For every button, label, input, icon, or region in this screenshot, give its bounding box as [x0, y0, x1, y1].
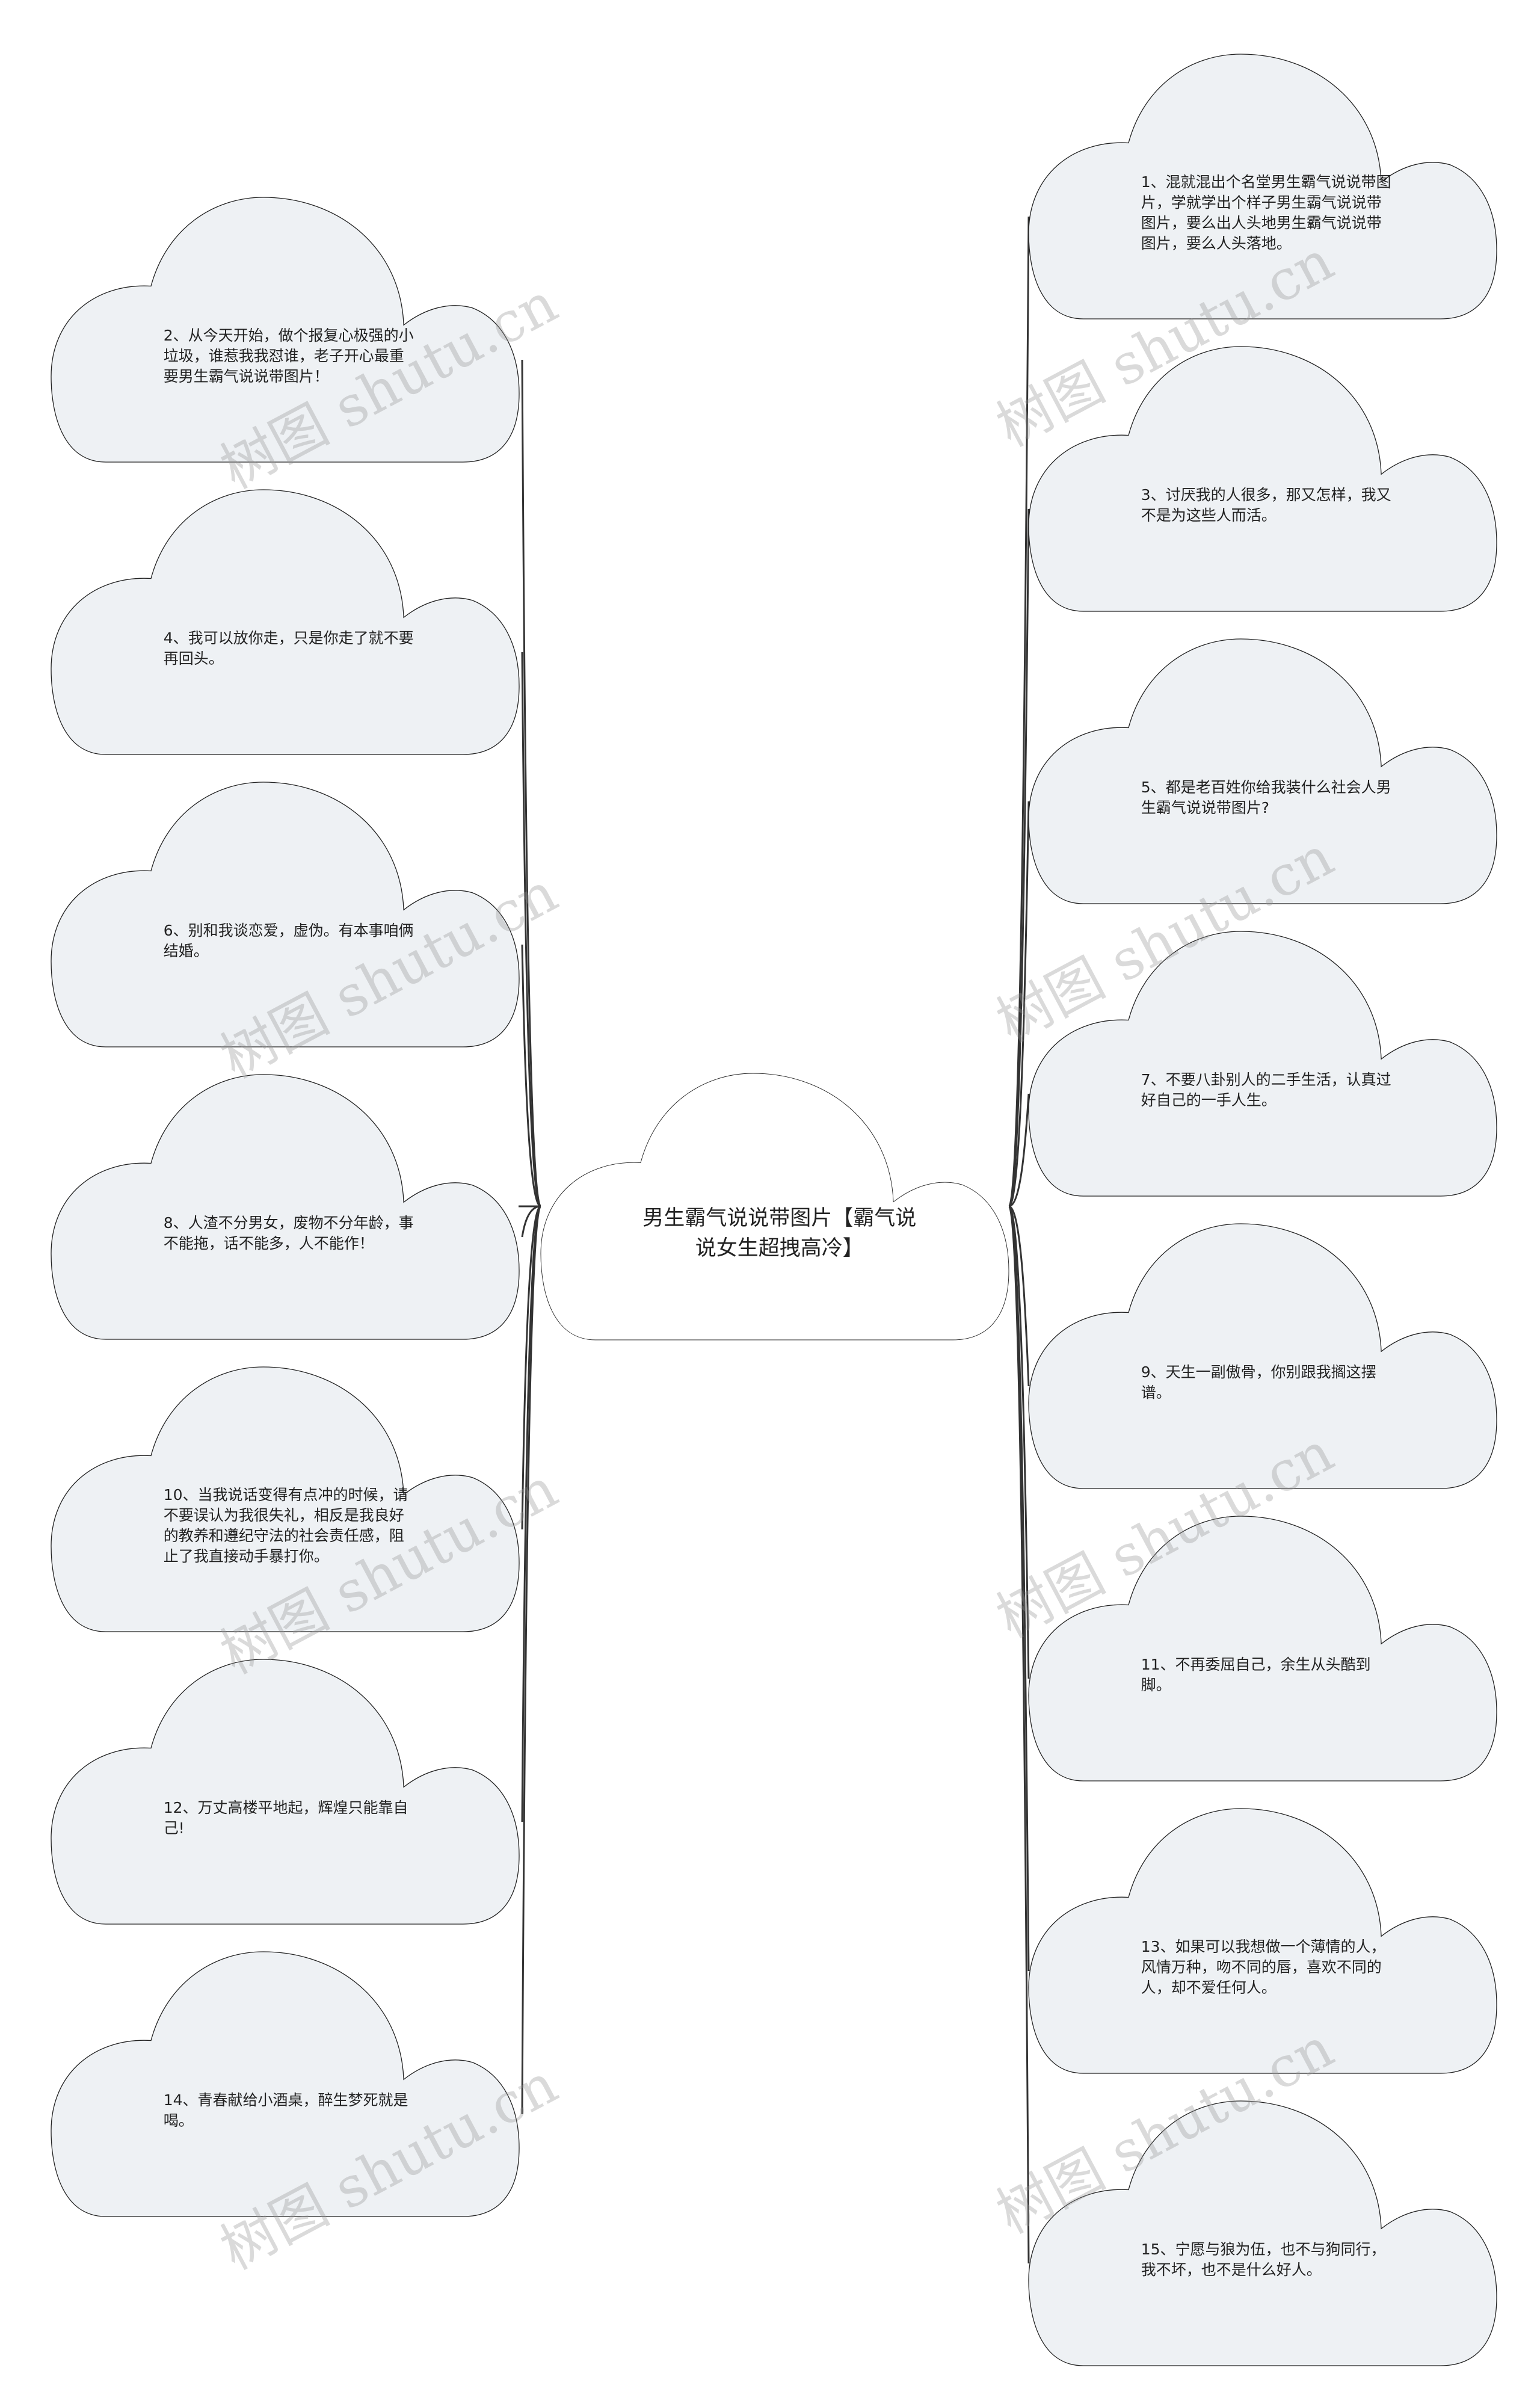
left-node[interactable]: 8、人渣不分男女，废物不分年龄，事不能拖，话不能多，人不能作！	[51, 1075, 519, 1339]
node-text: 5、都是老百姓你给我装什么社会人男生霸气说说带图片?	[1141, 779, 1391, 816]
connector-line	[1008, 508, 1030, 1208]
connector-line	[1008, 1205, 1030, 1679]
node-text: 9、天生一副傲骨，你别跟我搁这摆谱。	[1141, 1363, 1376, 1401]
connector-line	[521, 359, 542, 1208]
left-node[interactable]: 10、当我说话变得有点冲的时候，请不要误认为我很失礼，相反是我良好的教养和遵纪守…	[51, 1367, 519, 1632]
left-node[interactable]: 12、万丈高楼平地起，辉煌只能靠自己!	[51, 1659, 519, 1924]
right-node[interactable]: 5、都是老百姓你给我装什么社会人男生霸气说说带图片?	[1029, 639, 1497, 904]
cloud-shape	[1029, 931, 1497, 1196]
node-text: 12、万丈高楼平地起，辉煌只能靠自己!	[163, 1799, 408, 1837]
connector-line	[1008, 1205, 1030, 1387]
right-node[interactable]: 7、不要八卦别人的二手生活，认真过好自己的一手人生。	[1029, 931, 1497, 1196]
node-text: 6、别和我谈恋爱，虚伪。有本事咱俩结婚。	[163, 922, 414, 960]
right-node[interactable]: 3、讨厌我的人很多，那又怎样，我又不是为这些人而活。	[1029, 347, 1497, 611]
left-node[interactable]: 14、青春献给小酒桌，醉生梦死就是喝。	[51, 1952, 519, 2216]
right-node[interactable]: 1、混就混出个名堂男生霸气说说带图片，学就学出个样子男生霸气说说带图片，要么出人…	[1029, 54, 1497, 319]
left-node[interactable]: 4、我可以放你走，只是你走了就不要再回头。	[51, 490, 519, 754]
node-text: 10、当我说话变得有点冲的时候，请不要误认为我很失礼，相反是我良好的教养和遵纪守…	[163, 1486, 408, 1565]
right-node[interactable]: 9、天生一副傲骨，你别跟我搁这摆谱。	[1029, 1224, 1497, 1488]
cloud-shape	[1029, 639, 1497, 904]
node-text: 3、讨厌我的人很多，那又怎样，我又不是为这些人而活。	[1141, 486, 1391, 524]
node-text: 15、宁愿与狼为伍，也不与狗同行，我不坏，也不是什么好人。	[1141, 2241, 1386, 2278]
right-node[interactable]: 15、宁愿与狼为伍，也不与狗同行，我不坏，也不是什么好人。	[1029, 2101, 1497, 2366]
node-text: 2、从今天开始，做个报复心极强的小垃圾，谁惹我我怼谁，老子开心最重要男生霸气说说…	[163, 327, 414, 385]
node-text: 14、青春献给小酒桌，醉生梦死就是喝。	[163, 2091, 408, 2129]
node-text: 13、如果可以我想做一个薄情的人，风情万种，吻不同的唇，喜欢不同的人，却不爱任何…	[1141, 1938, 1386, 1996]
left-node[interactable]: 2、从今天开始，做个报复心极强的小垃圾，谁惹我我怼谁，老子开心最重要男生霸气说说…	[51, 197, 519, 462]
node-text: 4、我可以放你走，只是你走了就不要再回头。	[163, 629, 414, 667]
cloud-shape	[1029, 54, 1497, 319]
node-text: 8、人渣不分男女，废物不分年龄，事不能拖，话不能多，人不能作！	[163, 1214, 414, 1252]
connector-line	[521, 1205, 542, 2115]
cloud-shape	[51, 1952, 519, 2216]
cloud-shape	[51, 1367, 519, 1632]
central-topic-node[interactable]: 男生霸气说说带图片【霸气说说女生超拽高冷】	[541, 1073, 1009, 1340]
connector-line	[521, 944, 541, 1208]
right-node[interactable]: 11、不再委屈自己，余生从头酷到脚。	[1029, 1516, 1497, 1781]
cloud-shape	[51, 782, 519, 1047]
connector-line	[1008, 1205, 1030, 2264]
cloud-shape	[541, 1073, 1009, 1340]
cloud-shape	[1029, 1516, 1497, 1781]
cloud-shape	[51, 490, 519, 754]
cloud-shape	[51, 1075, 519, 1339]
cloud-shape	[51, 1659, 519, 1924]
right-node[interactable]: 13、如果可以我想做一个薄情的人，风情万种，吻不同的唇，喜欢不同的人，却不爱任何…	[1029, 1809, 1497, 2073]
cloud-shape	[1029, 347, 1497, 611]
cloud-shape	[1029, 1224, 1497, 1488]
connector-line	[521, 652, 542, 1208]
node-text: 7、不要八卦别人的二手生活，认真过好自己的一手人生。	[1141, 1071, 1391, 1109]
connector-line	[1008, 1093, 1030, 1208]
node-text: 1、混就混出个名堂男生霸气说说带图片，学就学出个样子男生霸气说说带图片，要么出人…	[1141, 173, 1391, 252]
node-text: 11、不再委屈自己，余生从头酷到脚。	[1141, 1656, 1371, 1694]
connector-line	[521, 1205, 541, 1530]
connector-line	[1008, 801, 1030, 1208]
central-topic-text: 男生霸气说说带图片【霸气说说女生超拽高冷】	[642, 1206, 917, 1260]
cloud-shape	[51, 197, 519, 462]
cloud-shape	[1029, 2101, 1497, 2366]
cloud-shape	[1029, 1809, 1497, 2073]
left-node[interactable]: 6、别和我谈恋爱，虚伪。有本事咱俩结婚。	[51, 782, 519, 1047]
